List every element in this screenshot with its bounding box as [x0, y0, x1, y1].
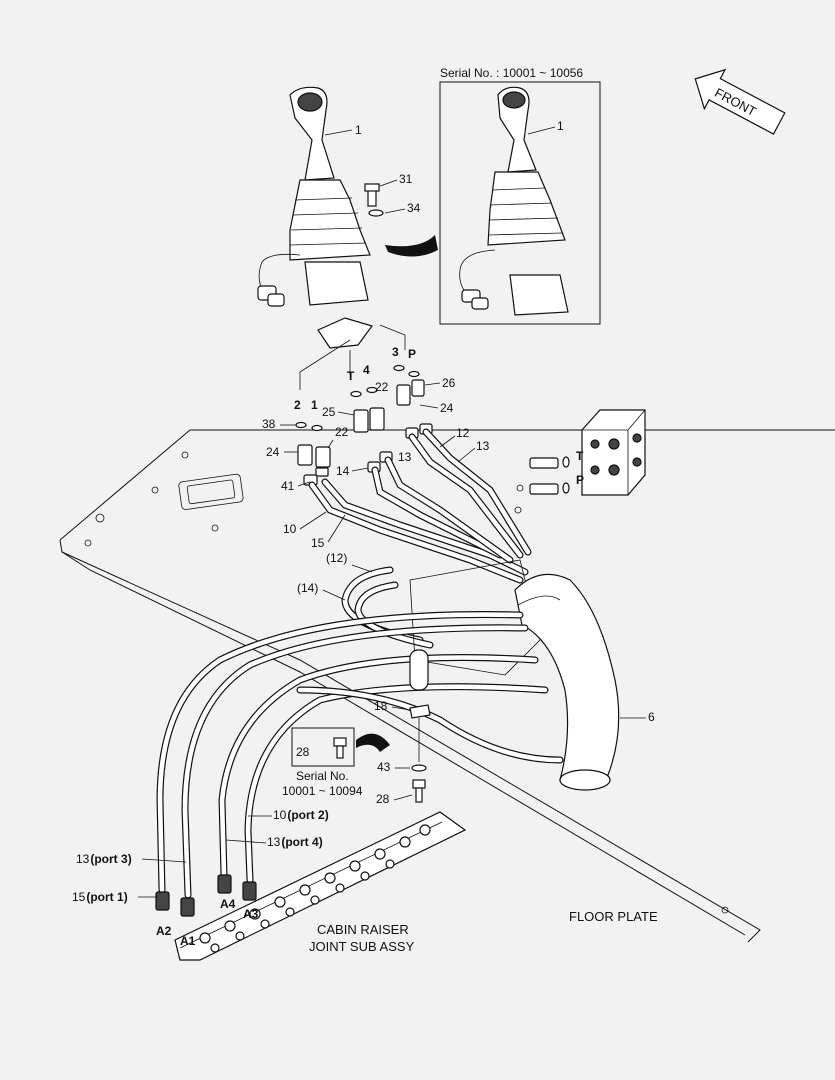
callout-26: 26: [442, 376, 456, 390]
port-label-a3: A3: [243, 907, 259, 921]
fittings: [297, 379, 433, 486]
callout-15-port1: 15(port 1): [72, 890, 128, 904]
callout-10: 10: [283, 522, 297, 536]
callout-34: 34: [407, 201, 421, 215]
port-label-a4: A4: [220, 897, 236, 911]
callout-22b: 22: [335, 425, 349, 439]
screw-31: [364, 183, 380, 207]
callout-38: 38: [262, 417, 276, 431]
cabin-raiser-block: [174, 811, 467, 961]
callout-13-port3: 13(port 3): [76, 852, 132, 866]
serial-box: [291, 727, 390, 767]
inset-serial: Serial No. : 10001 ~ 10056: [440, 66, 583, 80]
hose-end-fittings: [155, 874, 257, 917]
callout-41: 41: [281, 479, 295, 493]
hose-sleeve-6: [514, 573, 620, 791]
callout-18: 18: [374, 699, 388, 713]
callout-43: 43: [377, 760, 391, 774]
port-label-t: T: [347, 369, 355, 383]
port-label-p: P: [408, 347, 416, 361]
callout-12: 12: [456, 426, 470, 440]
port-label-4: 4: [363, 363, 370, 377]
port-label-1: 1: [311, 398, 318, 412]
callout-22a: 22: [375, 380, 389, 394]
cabin-raiser-line1: CABIN RAISER: [317, 922, 409, 937]
front-arrow: FRONT: [694, 68, 786, 135]
valve-port-p: P: [576, 473, 584, 487]
control-valve-block: [529, 409, 646, 496]
valve-port-t: T: [576, 449, 584, 463]
port-label-3: 3: [392, 345, 399, 359]
o-rings: [295, 364, 420, 432]
callout-10-port2: 10(port 2): [273, 808, 329, 822]
callout-14-paren: (14): [297, 581, 318, 595]
washer-43: [411, 764, 427, 772]
joystick-main: [257, 86, 371, 307]
arrow-to-inset: [385, 235, 438, 257]
washer-34: [368, 209, 384, 217]
joystick-valve-plate: [317, 317, 373, 349]
callout-14: 14: [336, 464, 350, 478]
hoses-lower: [156, 611, 564, 899]
port-label-a2: A2: [156, 924, 172, 938]
floor-plate-label: FLOOR PLATE: [569, 909, 658, 924]
callout-6: 6: [648, 710, 655, 724]
serial-box-line2: 10001 ~ 10094: [282, 784, 363, 798]
callout-25: 25: [322, 405, 336, 419]
port-label-a1: A1: [180, 934, 196, 948]
callout-13b: 13: [476, 439, 490, 453]
bolt-28: [412, 779, 426, 803]
callout-12-paren: (12): [326, 551, 347, 565]
cabin-raiser-line2: JOINT SUB ASSY: [309, 939, 415, 954]
serial-box-line1: Serial No.: [296, 769, 349, 783]
callout-1-inset: 1: [557, 119, 564, 133]
callout-24b: 24: [266, 445, 280, 459]
port-label-2: 2: [294, 398, 301, 412]
callout-24a: 24: [440, 401, 454, 415]
hoses-upper: [308, 428, 532, 649]
callout-13-port4: 13(port 4): [267, 835, 323, 849]
callout-13a: 13: [398, 450, 412, 464]
callout-28a: 28: [296, 745, 310, 759]
inset-box: [439, 81, 601, 325]
callout-28b: 28: [376, 792, 390, 806]
callout-1: 1: [355, 123, 362, 137]
clamp-18: [409, 649, 431, 762]
callout-15: 15: [311, 536, 325, 550]
callout-31: 31: [399, 172, 413, 186]
